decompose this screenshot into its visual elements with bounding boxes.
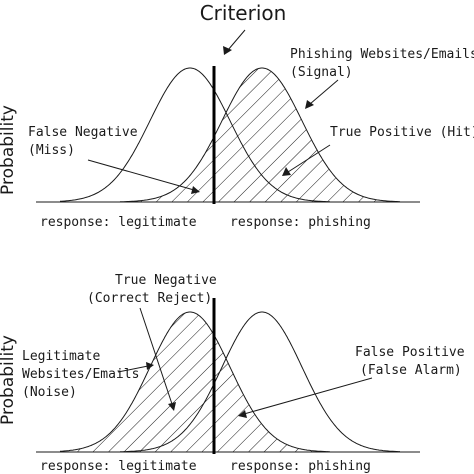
top-ylabel: Probability (0, 105, 18, 195)
bottom-cr-label-1: True Negative (115, 273, 217, 288)
top-signal-label-1: Phishing Websites/Emails (290, 47, 474, 62)
top-noise-curve (60, 67, 330, 203)
top-signal-curve (119, 67, 401, 203)
bottom-response-left: response: legitimate (40, 459, 197, 474)
bottom-cr-label-2: (Correct Reject) (87, 291, 212, 306)
top-response-left: response: legitimate (40, 215, 197, 230)
top-signal-label-2: (Signal) (290, 65, 353, 80)
top-miss-label-1: False Negative (28, 125, 138, 140)
top-signal-arrow (305, 79, 339, 109)
top-miss-label-2: (Miss) (28, 143, 75, 158)
bottom-fa-label-1: False Positive (355, 345, 465, 360)
bottom-ylabel: Probability (0, 335, 18, 425)
bottom-signal-curve (120, 311, 400, 453)
bottom-fa-label-2: (False Alarm) (360, 363, 462, 378)
criterion-title: Criterion (200, 1, 287, 25)
bottom-response-right: response: phishing (230, 459, 371, 474)
bottom-noise-label-2: Websites/Emails (22, 367, 139, 382)
bottom-noise-label-3: (Noise) (22, 385, 77, 400)
top-response-right: response: phishing (230, 215, 371, 230)
top-hit-label: True Positive (Hit) (330, 125, 474, 140)
bottom-noise-label-1: Legitimate (22, 349, 100, 364)
bottom-cr-arrow (139, 307, 176, 411)
bottom-fa-arrow (238, 377, 373, 418)
top-hit-arrow (282, 144, 331, 176)
bottom-noise-curve (59, 311, 330, 453)
bottom-noise-arrow (117, 362, 154, 373)
criterion-arrow (223, 29, 246, 55)
top-miss-arrow (87, 159, 200, 194)
